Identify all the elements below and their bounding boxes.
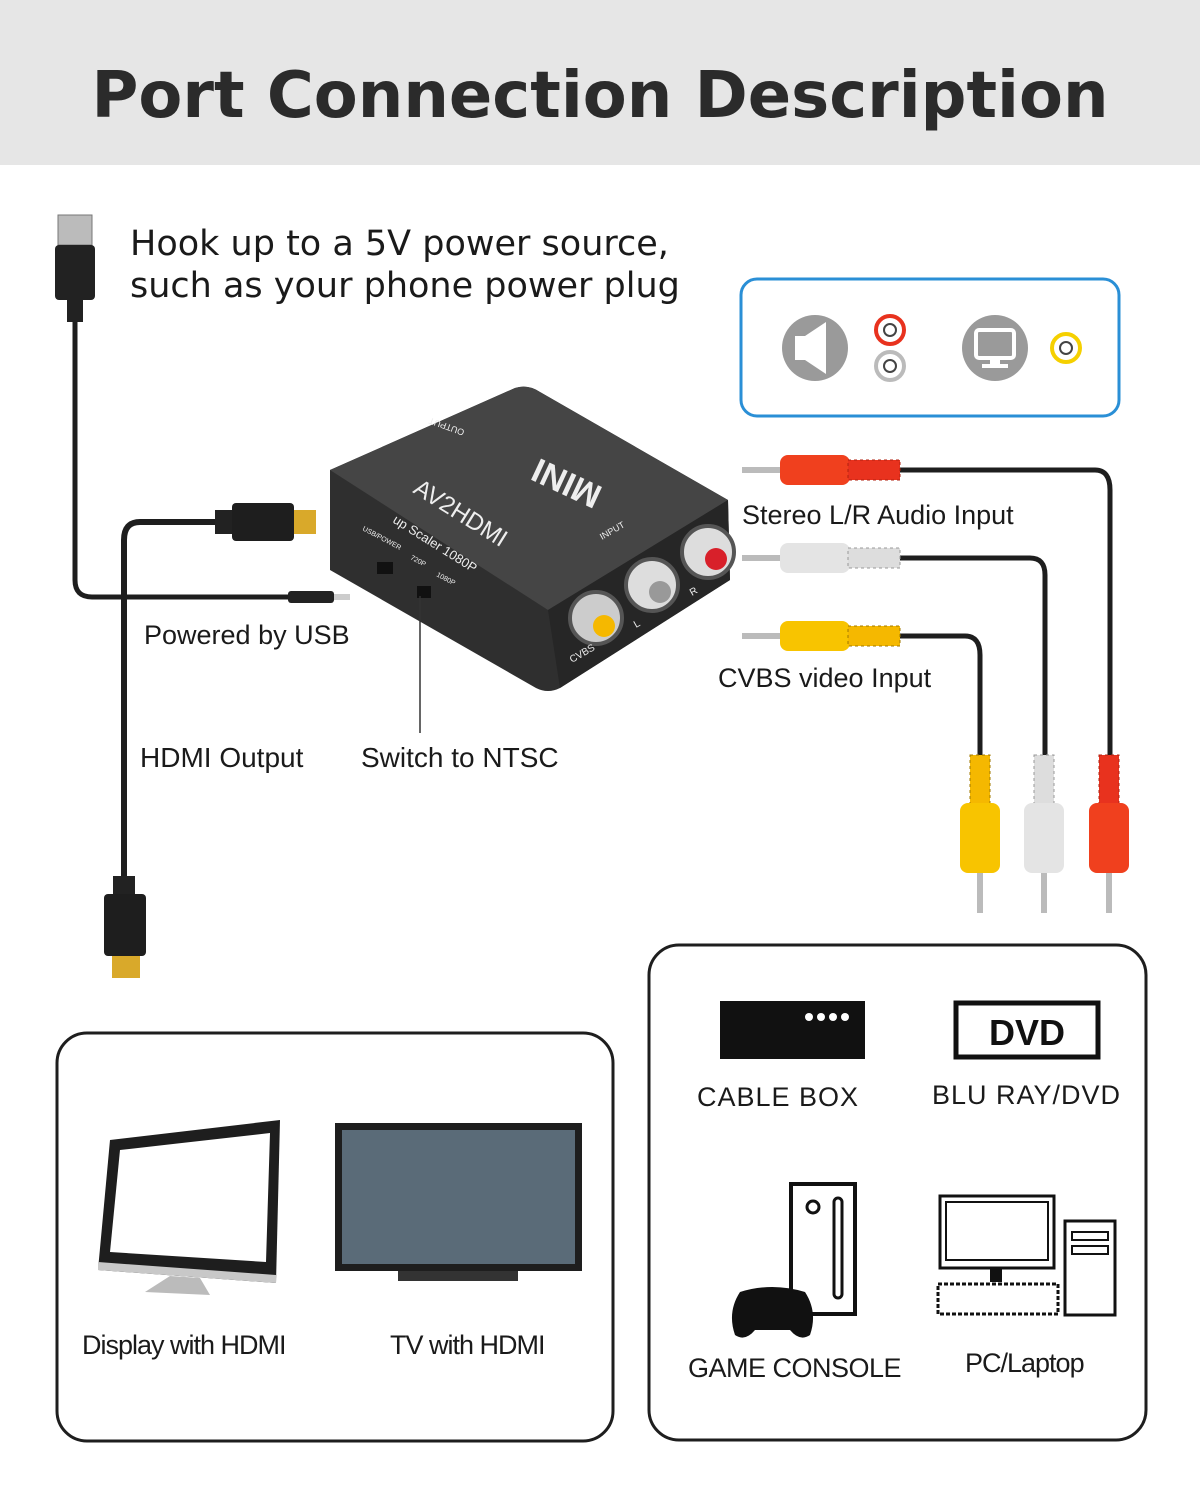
right-jack-insert: [705, 548, 727, 570]
red-rca-icon: [874, 314, 906, 346]
monitor-icon: [98, 1120, 280, 1295]
device-r-label: R: [688, 585, 700, 598]
red-rca-plug-icon: [742, 455, 901, 485]
hdmi-cable: [121, 519, 232, 880]
switch-ntsc-label: Switch to NTSC: [361, 742, 559, 773]
white-rca-icon: [874, 350, 906, 382]
hdmi-output-label: HDMI Output: [140, 742, 304, 773]
tv-icon: [335, 1123, 582, 1281]
cvbs-jack: [568, 590, 624, 646]
ntsc-switch[interactable]: [417, 586, 431, 598]
pc-icon: [936, 1194, 1117, 1317]
source-label-game-console: GAME CONSOLE: [688, 1353, 901, 1383]
yellow-rca-inner: [1059, 341, 1073, 355]
speaker-icon: [782, 315, 848, 381]
white-cable: [898, 555, 1048, 760]
mini-usb-port: [377, 562, 393, 574]
device-l-label: L: [632, 618, 643, 631]
yellow-rca-plug-icon: [742, 621, 901, 651]
audio-input-label: Stereo L/R Audio Input: [742, 500, 1014, 530]
vertical-rca-plugs: [960, 754, 1129, 913]
video-input-label: CVBS video Input: [718, 663, 932, 693]
dvd-icon-text: DVD: [989, 1012, 1065, 1053]
white-rca-inner: [883, 359, 897, 373]
cable-box-icon: [720, 1001, 865, 1059]
connector-legend: [739, 277, 1121, 418]
game-console-icon: [731, 1182, 857, 1338]
mini-usb-plug-icon: [288, 591, 350, 603]
output-label-display: Display with HDMI: [82, 1330, 286, 1360]
source-label-pc: PC/Laptop: [965, 1348, 1084, 1378]
red-rca-inner: [883, 323, 897, 337]
yellow-cable: [898, 633, 983, 760]
source-label-cable-box: CABLE BOX: [697, 1082, 859, 1112]
monitor-legend-icon: [962, 315, 1028, 381]
power-note-line1: Hook up to a 5V power source,: [130, 224, 669, 264]
output-label-tv: TV with HDMI: [390, 1330, 545, 1360]
source-label-dvd: BLU RAY/DVD: [932, 1080, 1121, 1110]
red-cable: [898, 467, 1113, 760]
white-rca-plug-icon: [742, 543, 901, 573]
dvd-icon: DVD: [953, 1000, 1101, 1060]
yellow-rca-icon: [1050, 332, 1082, 364]
left-jack-insert: [649, 581, 671, 603]
page-title: Port Connection Description: [92, 59, 1109, 133]
header-band: [0, 0, 1200, 165]
usb-plug-icon: [55, 214, 95, 322]
av2hdmi-converter: MINI AV2HDMI up Scaler 1080P OUTPUT INPU…: [330, 386, 736, 691]
power-note-line2: such as your phone power plug: [130, 266, 680, 306]
usb-cable: [72, 322, 290, 600]
powered-by-usb-label: Powered by USB: [144, 620, 350, 650]
hdmi-plug-bottom-icon: [104, 876, 146, 978]
hdmi-plug-icon: [215, 503, 316, 541]
cvbs-jack-insert: [593, 615, 615, 637]
